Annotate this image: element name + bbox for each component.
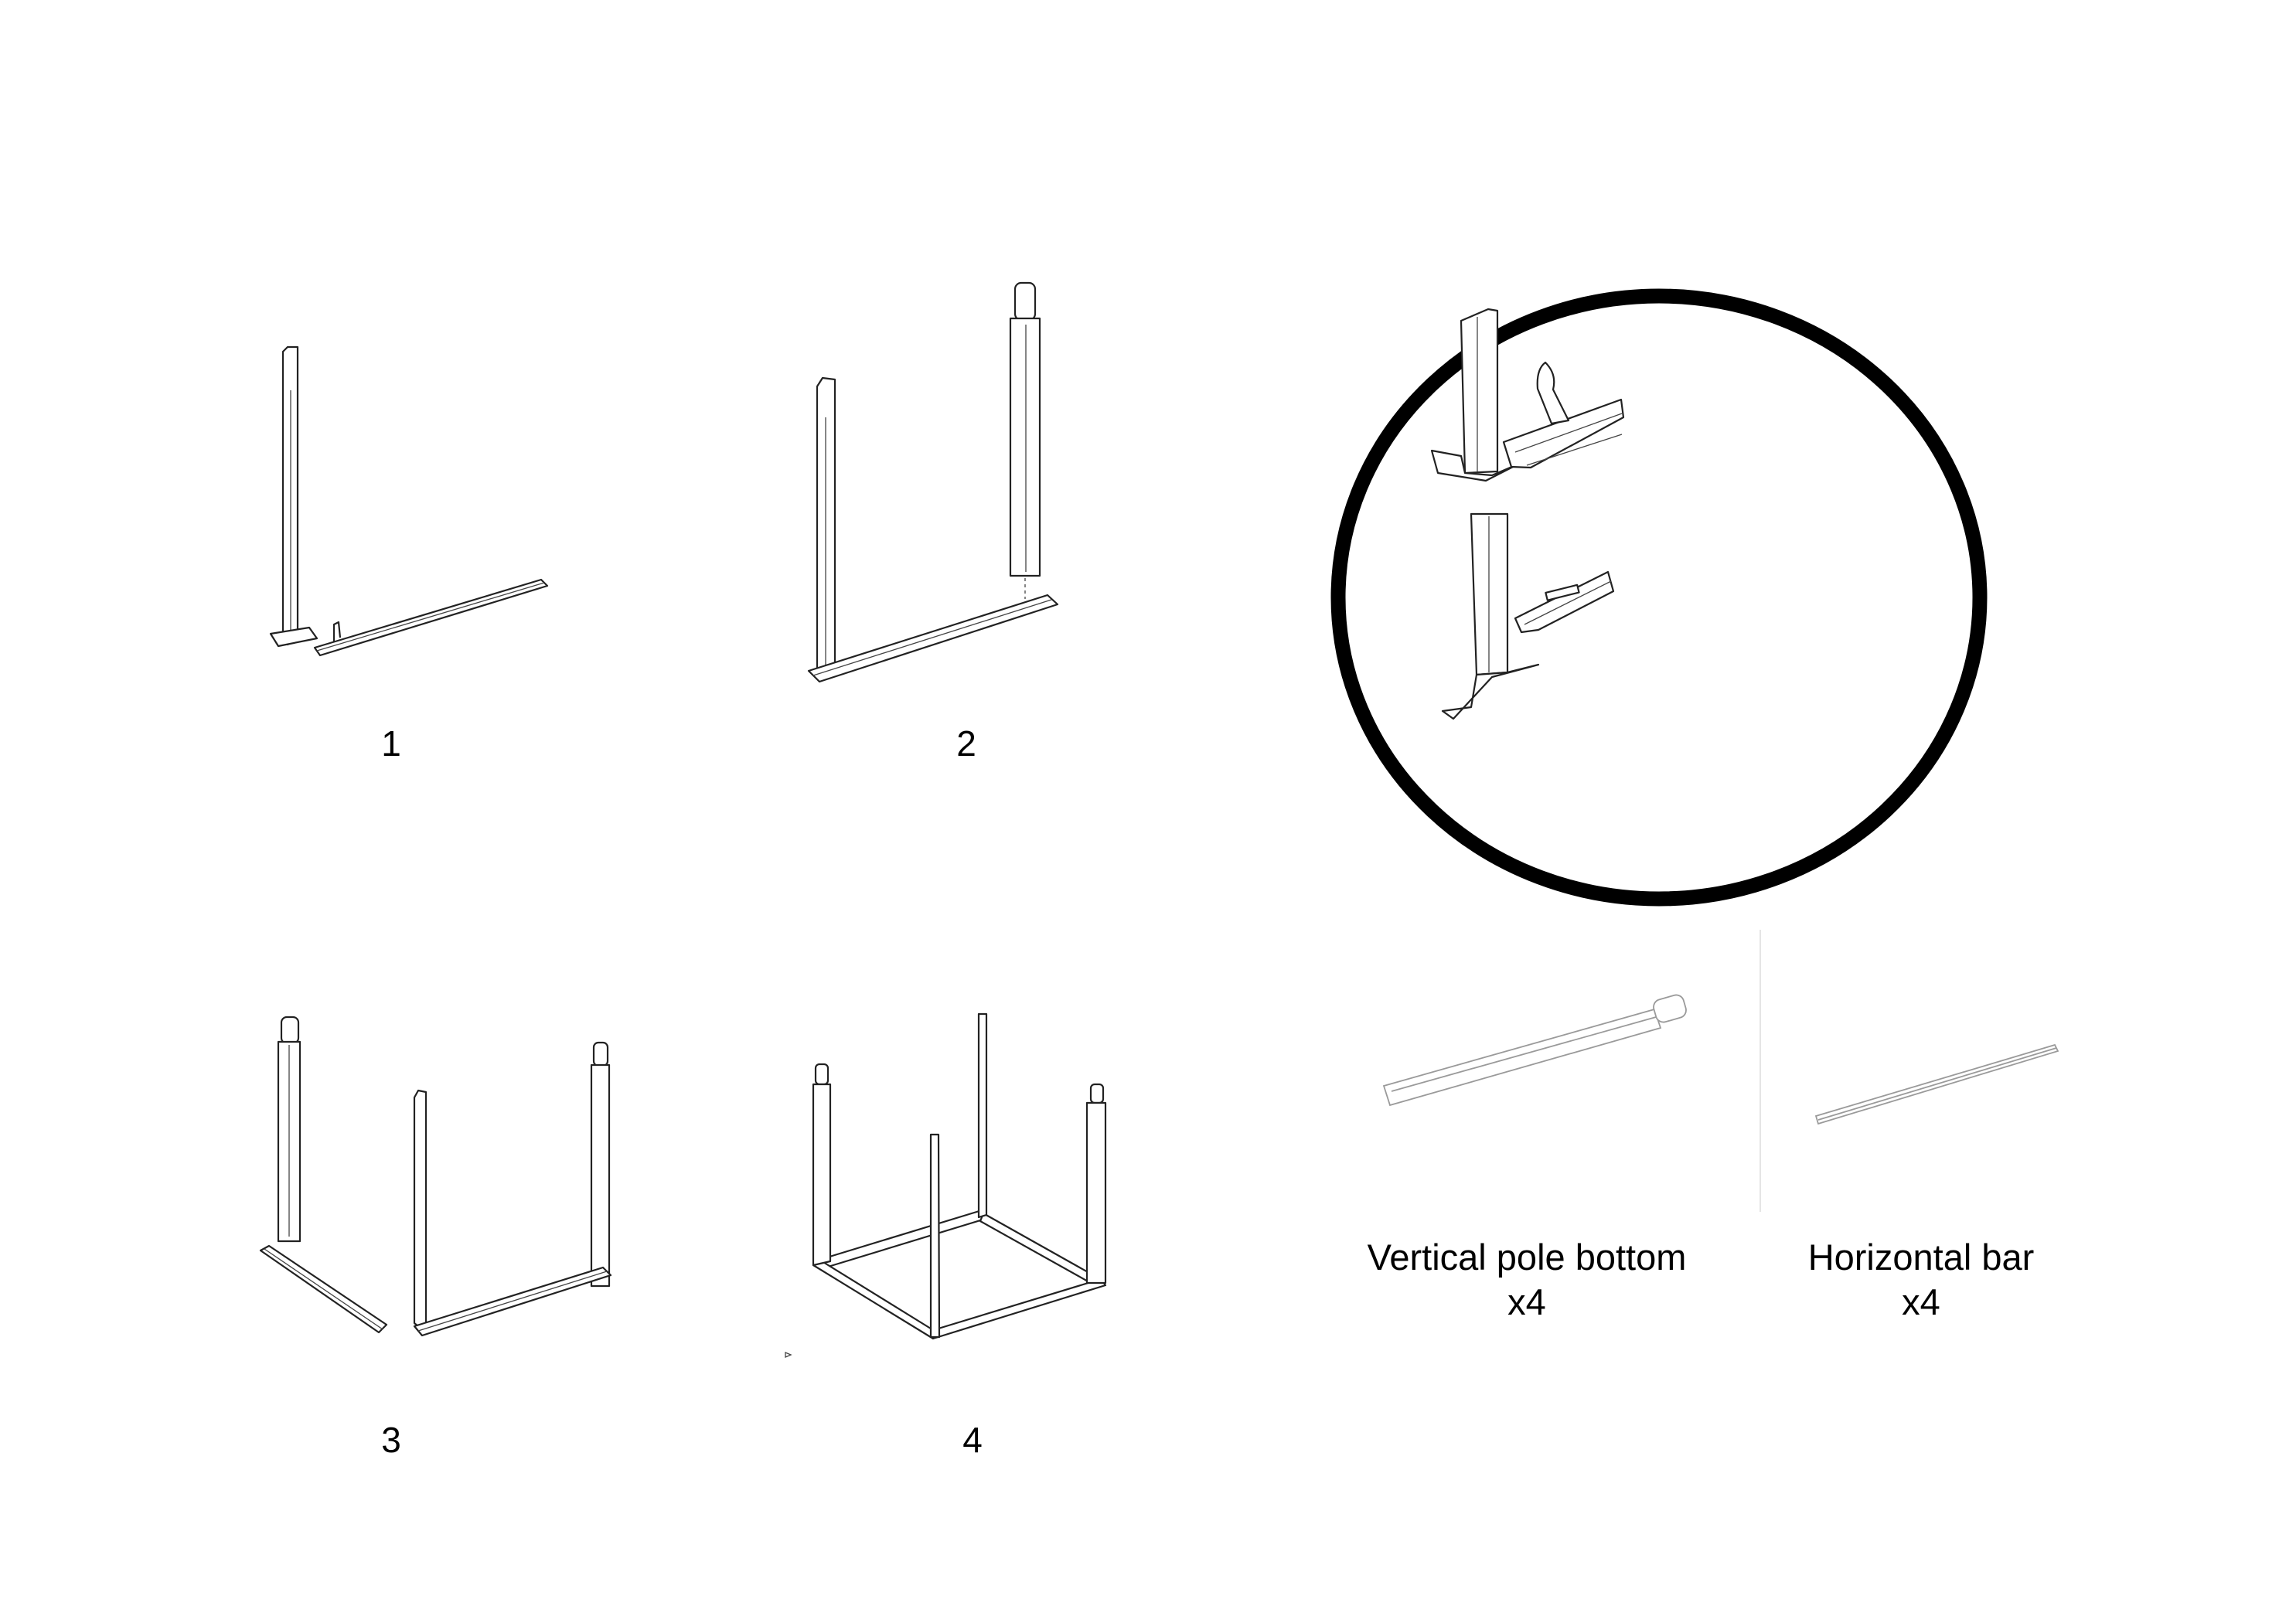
- frame-bar-back-left: [818, 1209, 990, 1269]
- detail-callout: [1330, 288, 1988, 907]
- step-4-label: 4: [962, 1420, 983, 1460]
- part-name: Vertical pole bottom: [1367, 1237, 1687, 1278]
- vertical-pole-bottom-illustration: [1382, 994, 1687, 1107]
- horizontal-bar: [313, 578, 549, 657]
- step-1-label: 1: [381, 723, 401, 764]
- arrow-marker: [785, 1352, 792, 1358]
- vertical-pole-3: [929, 1133, 941, 1339]
- vertical-pole-right: [1009, 317, 1041, 577]
- pole-top: [814, 1063, 829, 1086]
- step-3-label: 3: [381, 1420, 401, 1460]
- step-2-label: 2: [956, 723, 976, 764]
- vertical-pole-4: [1085, 1101, 1107, 1284]
- detail-locked: [1441, 512, 1615, 720]
- vertical-pole-middle: [413, 1089, 428, 1328]
- part-horizontal-bar: Horizontal bar x4: [1808, 1235, 2035, 1325]
- pole-top: [592, 1041, 609, 1067]
- part-vertical-pole-bottom: Vertical pole bottom x4: [1368, 1235, 1687, 1325]
- lever-clip-open: [1536, 361, 1570, 425]
- horizontal-bar: [807, 594, 1059, 683]
- step-1-illustration: [269, 345, 549, 657]
- horizontal-bar-illustration: [1814, 1043, 2059, 1125]
- vertical-pole-right: [590, 1063, 611, 1288]
- frame-bar-front-left: [812, 1258, 938, 1340]
- part-name: Horizontal bar: [1807, 1237, 2035, 1278]
- stamp-plate: [1545, 584, 1580, 601]
- part-quantity: x4: [1507, 1281, 1546, 1322]
- frame-bar-back-right: [979, 1212, 1103, 1288]
- step-3-illustration: [259, 1016, 612, 1337]
- pole-foot: [269, 626, 319, 648]
- pole-top: [280, 1016, 300, 1045]
- part-quantity: x4: [1902, 1281, 1940, 1322]
- vertical-pole-right-top: [1013, 281, 1037, 322]
- frame-bar-front-right: [929, 1278, 1107, 1340]
- pole-top: [1089, 1083, 1105, 1104]
- detail-circle: [1330, 288, 1988, 907]
- vertical-pole-2: [977, 1012, 988, 1219]
- detail-unlocked: [1430, 308, 1625, 482]
- vertical-pole-1: [812, 1083, 832, 1267]
- clip: [332, 621, 342, 641]
- step-2-illustration: [807, 281, 1059, 683]
- step-4-illustration: [785, 1012, 1107, 1358]
